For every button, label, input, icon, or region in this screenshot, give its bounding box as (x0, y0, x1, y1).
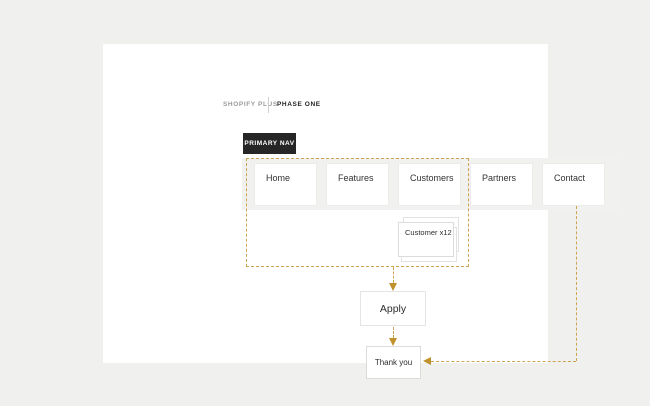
primary-nav-tag: PRIMARY NAV (243, 133, 296, 154)
diagram-panel: SHOPIFY PLUS PHASE ONE PRIMARY NAV Home … (103, 44, 619, 379)
arrowhead-down-icon (389, 338, 397, 346)
nav-item-features: Features (326, 163, 389, 206)
connector-apply-to-thankyou (393, 327, 394, 338)
nav-item-home: Home (254, 163, 317, 206)
brand-label: SHOPIFY PLUS (223, 101, 278, 108)
connector-contact-horizontal (431, 361, 576, 362)
apply-node: Apply (360, 291, 426, 326)
phase-label: PHASE ONE (277, 101, 321, 108)
header-divider (268, 97, 269, 113)
nav-item-partners: Partners (470, 163, 533, 206)
highlight-region (246, 158, 469, 267)
nav-item-customers: Customers (398, 163, 461, 206)
nav-item-contact: Contact (542, 163, 605, 206)
connector-nav-to-apply (393, 267, 394, 283)
arrowhead-left-icon (423, 357, 431, 365)
arrowhead-down-icon (389, 283, 397, 291)
connector-contact-vertical (576, 206, 577, 361)
customer-stack-card: Customer x12 (398, 222, 454, 257)
thank-you-node: Thank you (366, 346, 421, 379)
